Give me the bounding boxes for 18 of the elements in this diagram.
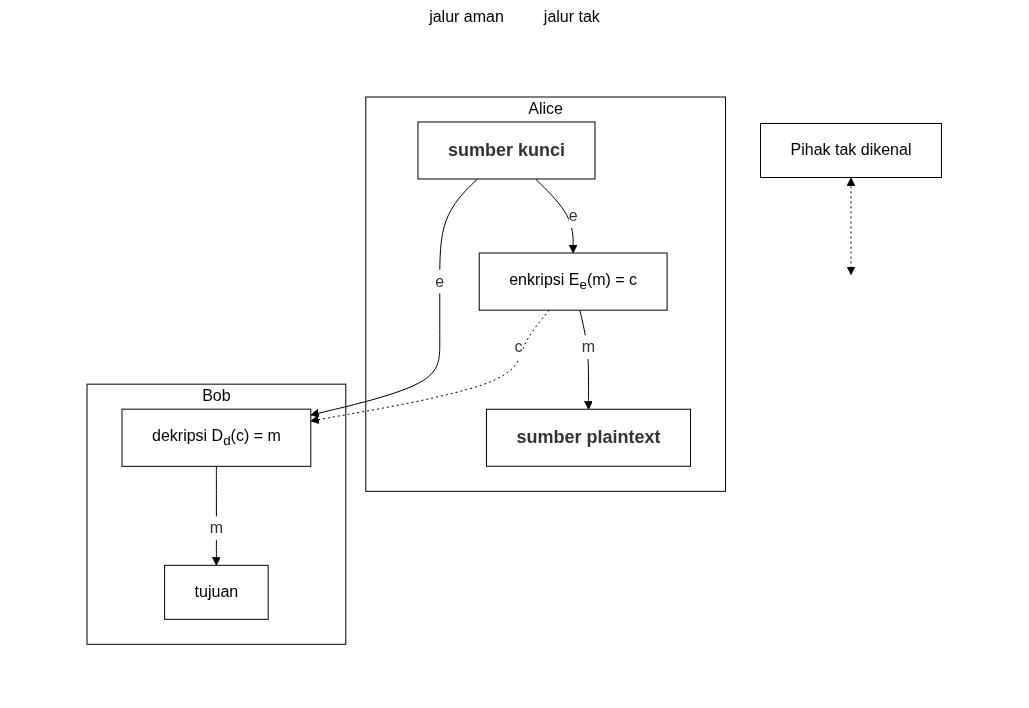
- node-box: enkripsi E$_{e}$(m) = c: [478, 252, 668, 311]
- node-box: tujuan: [164, 565, 269, 621]
- arrow: [846, 177, 856, 276]
- arrow: [310, 178, 479, 418]
- channel-label: jalur tak: [543, 8, 600, 26]
- edge-label: m: [209, 519, 224, 537]
- arrow: [579, 310, 594, 410]
- edge-label: c: [514, 338, 523, 356]
- edge-label: m: [582, 338, 596, 356]
- channel-label: jalur aman: [429, 8, 504, 26]
- edge-label: e: [568, 207, 578, 225]
- arrow: [212, 466, 222, 567]
- arrow: [535, 178, 578, 254]
- edge-label: e: [435, 272, 445, 290]
- node-box: Pihak tak dikenal: [760, 123, 943, 179]
- node-box: dekripsi D$_{d}$(c) = m: [121, 409, 312, 468]
- node-box: sumber plaintext: [486, 409, 692, 468]
- node-box: sumber kunci: [417, 121, 596, 180]
